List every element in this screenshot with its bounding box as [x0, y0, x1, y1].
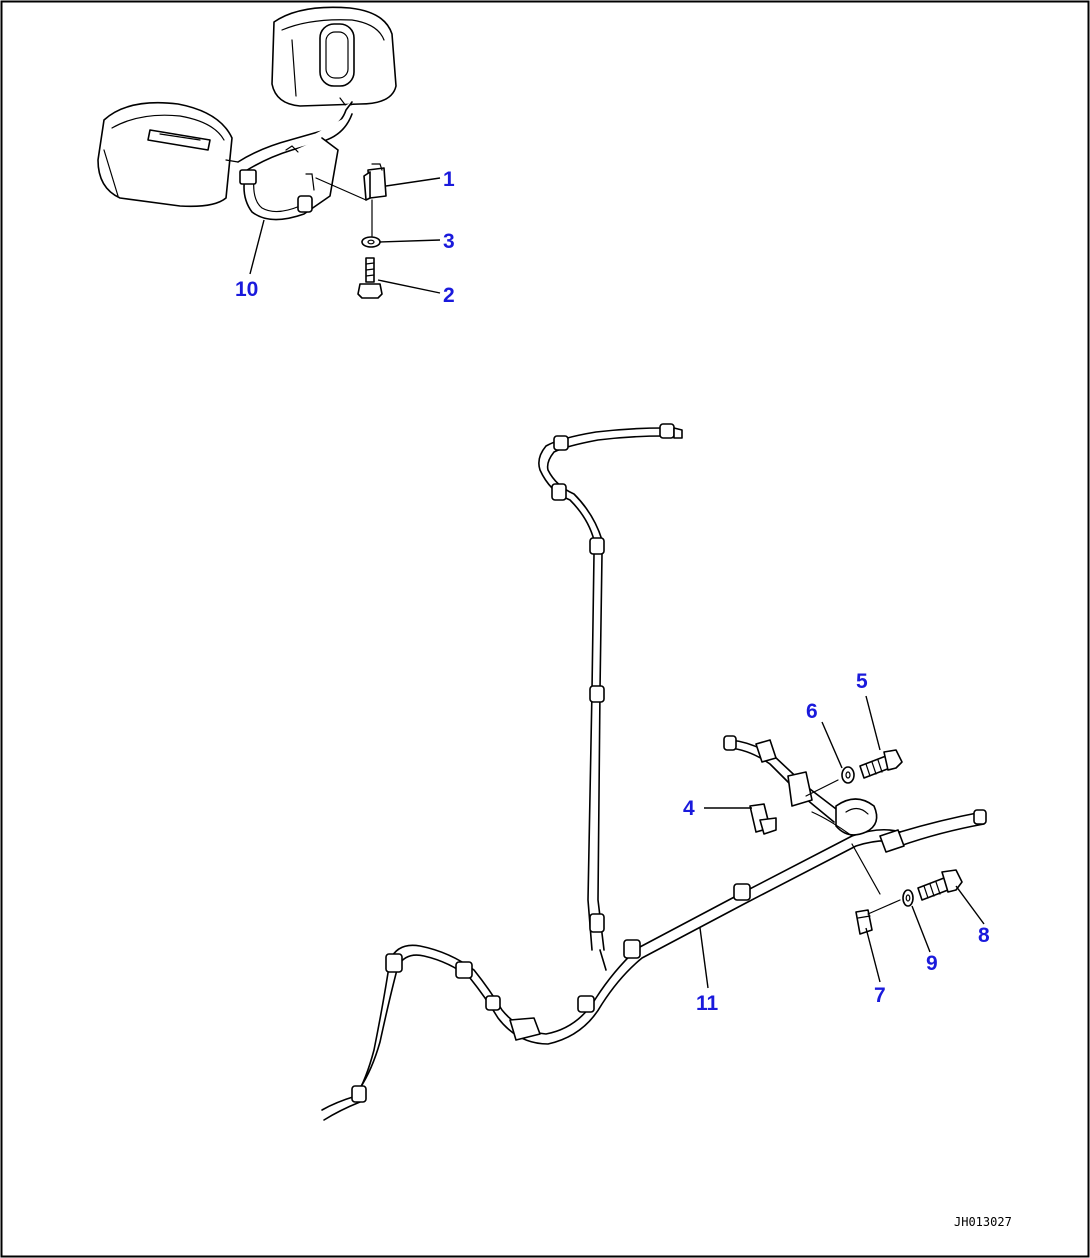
callout-8: 8 — [978, 924, 990, 947]
callout-3: 3 — [443, 230, 455, 253]
callout-9: 9 — [926, 952, 938, 975]
callout-1: 1 — [443, 168, 455, 191]
callout-10: 10 — [235, 278, 258, 301]
leader-lines — [249, 177, 985, 989]
callout-7: 7 — [874, 984, 886, 1007]
callout-4: 4 — [683, 797, 695, 820]
part-1-clamp — [363, 163, 387, 201]
callout-5: 5 — [856, 670, 868, 693]
callout-6: 6 — [806, 700, 818, 723]
upper-assembly — [97, 6, 397, 299]
part-4-clip — [749, 803, 777, 835]
part-6-washer — [841, 766, 855, 784]
part-9-washer — [902, 889, 914, 907]
callout-11: 11 — [696, 992, 719, 1015]
part-3-washer — [361, 236, 381, 248]
mirror-stay-bracket — [237, 101, 367, 221]
lamp-right — [271, 6, 397, 107]
lamp-left — [97, 101, 239, 208]
harness-assembly — [321, 423, 987, 1121]
drawing-number: JH013027 — [954, 1215, 1012, 1229]
part-5-bolt — [859, 749, 903, 779]
part-8-bolt — [917, 869, 963, 901]
part-7-clip — [855, 899, 901, 935]
part-2-bolt — [357, 257, 383, 299]
harness-top-connector — [659, 423, 675, 439]
callout-2: 2 — [443, 284, 455, 307]
